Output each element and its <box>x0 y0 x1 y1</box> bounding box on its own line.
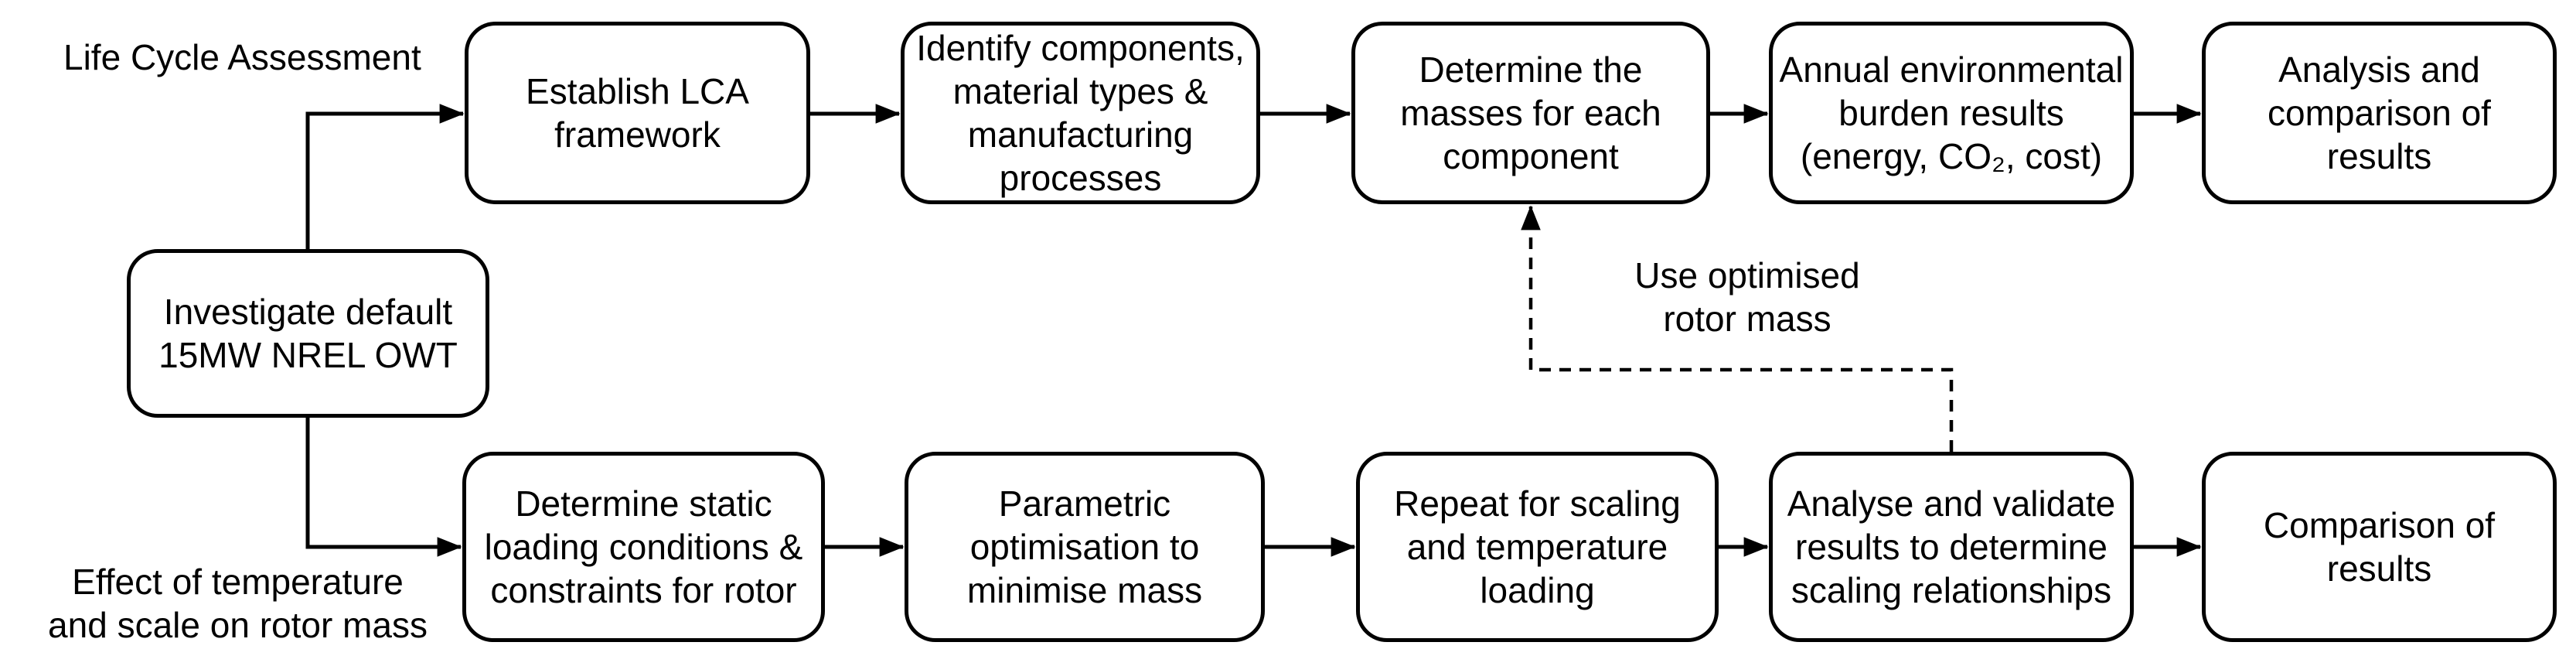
node-parametric-optimisation: Parametric optimisation to minimise mass <box>905 452 1265 642</box>
label-use-optimised-rotor-mass: Use optimised rotor mass <box>1634 255 1860 339</box>
node-comparison-of-results: Comparison of results <box>2202 452 2557 642</box>
node-determine-masses: Determine the masses for each component <box>1351 22 1710 204</box>
node-investigate-default-owt: Investigate default 15MW NREL OWT <box>127 249 489 418</box>
arrow-root-to-establish-lca <box>305 104 465 249</box>
arrow-root-to-static-loading <box>305 418 462 557</box>
arrow-feedback-optimised-rotor-mass <box>1521 205 1954 452</box>
label-lca-track: Life Cycle Assessment <box>63 37 421 77</box>
node-determine-static-loading: Determine static loading conditions & co… <box>462 452 825 642</box>
node-repeat-scaling-temperature: Repeat for scaling and temperature loadi… <box>1356 452 1719 642</box>
node-analysis-and-comparison: Analysis and comparison of results <box>2202 22 2557 204</box>
node-establish-lca-framework: Establish LCA framework <box>465 22 810 204</box>
label-rotor-track: Effect of temperature and scale on rotor… <box>48 562 428 645</box>
node-analyse-validate-scaling: Analyse and validate results to determin… <box>1769 452 2134 642</box>
node-identify-components: Identify components, material types & ma… <box>901 22 1260 204</box>
node-annual-environmental-burden: Annual environmental burden results (ene… <box>1769 22 2134 204</box>
